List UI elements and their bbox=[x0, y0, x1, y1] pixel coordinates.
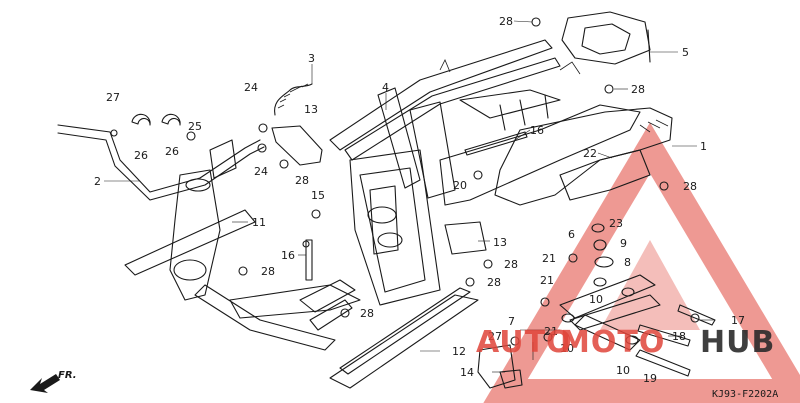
front-direction-label: FR. bbox=[58, 370, 77, 381]
callout-7: 7 bbox=[508, 315, 515, 328]
callout-12: 12 bbox=[452, 345, 466, 358]
front-arrow-icon bbox=[30, 374, 60, 393]
step-plate-part-12 bbox=[329, 287, 479, 389]
callout-4: 4 bbox=[382, 81, 389, 94]
bar-part-16 bbox=[305, 131, 528, 281]
clip-part-26-right bbox=[161, 113, 181, 126]
callout-10: 10 bbox=[616, 364, 630, 377]
callout-5: 5 bbox=[682, 46, 689, 59]
callout-17: 17 bbox=[731, 314, 745, 327]
callout-21: 21 bbox=[542, 252, 556, 265]
callout-28: 28 bbox=[261, 265, 275, 278]
callout-22: 22 bbox=[583, 147, 597, 160]
watermark-word-auto: AUTO bbox=[476, 325, 573, 360]
callout-28: 28 bbox=[487, 276, 501, 289]
callout-28: 28 bbox=[295, 174, 309, 187]
callout-15: 15 bbox=[311, 189, 325, 202]
callout-10: 10 bbox=[589, 293, 603, 306]
callout-14: 14 bbox=[460, 366, 474, 379]
diagram-code: KJ93-F2202A bbox=[712, 389, 778, 400]
bracket-part-13-upper bbox=[271, 125, 323, 166]
watermark-triangle-outer bbox=[483, 122, 800, 403]
callout-6: 6 bbox=[568, 228, 575, 241]
callout-24: 24 bbox=[244, 81, 258, 94]
callout-8: 8 bbox=[624, 256, 631, 269]
rear-link-assembly bbox=[559, 223, 716, 377]
spring-part-3 bbox=[274, 83, 313, 116]
callout-20: 20 bbox=[453, 179, 467, 192]
callout-24: 24 bbox=[254, 165, 268, 178]
callout-27: 27 bbox=[106, 91, 120, 104]
leader-lines bbox=[104, 20, 715, 373]
callout-19: 19 bbox=[643, 372, 657, 385]
callout-26: 26 bbox=[134, 149, 148, 162]
callout-23: 23 bbox=[609, 217, 623, 230]
callout-18: 18 bbox=[672, 330, 686, 343]
rear-fender-part-1 bbox=[494, 107, 673, 206]
link-arms bbox=[299, 279, 356, 331]
callout-27: 27 bbox=[488, 330, 502, 343]
bracket-part-14 bbox=[477, 344, 523, 389]
watermark-word-moto: MOTO bbox=[560, 325, 665, 360]
bracket-part-5 bbox=[561, 11, 651, 65]
callout-16: 16 bbox=[281, 249, 295, 262]
clip-part-26-left bbox=[131, 113, 151, 126]
grab-rail-part-2 bbox=[57, 124, 265, 201]
front-frame-part-11 bbox=[124, 169, 361, 351]
callout-13: 13 bbox=[493, 236, 507, 249]
callout-16: 16 bbox=[530, 124, 544, 137]
callout-28: 28 bbox=[683, 180, 697, 193]
callout-1: 1 bbox=[700, 140, 707, 153]
front-direction-indicator: FR. bbox=[30, 370, 77, 393]
callout-21: 21 bbox=[540, 274, 554, 287]
callout-28: 28 bbox=[360, 307, 374, 320]
callout-26: 26 bbox=[165, 145, 179, 158]
main-frame-part-4 bbox=[329, 39, 641, 306]
watermark-text: AUTO MOTO HUB bbox=[476, 325, 775, 360]
watermark-logo bbox=[483, 122, 800, 403]
callout-21: 21 bbox=[544, 325, 558, 338]
watermark-word-hub: HUB bbox=[700, 325, 775, 360]
callout-11: 11 bbox=[252, 216, 266, 229]
callout-28: 28 bbox=[504, 258, 518, 271]
callout-13: 13 bbox=[304, 103, 318, 116]
callout-labels: 28 5 3 28 27 24 13 4 16 1 25 26 26 22 2 … bbox=[94, 15, 745, 385]
watermark-triangle-inner bbox=[600, 240, 700, 330]
callout-3: 3 bbox=[308, 52, 315, 65]
bracket-part-13-lower bbox=[444, 221, 487, 255]
callout-28: 28 bbox=[499, 15, 513, 28]
callout-28: 28 bbox=[631, 83, 645, 96]
callout-2: 2 bbox=[94, 175, 101, 188]
bolts bbox=[110, 17, 700, 346]
callout-25: 25 bbox=[188, 120, 202, 133]
callout-10: 10 bbox=[560, 342, 574, 355]
callout-9: 9 bbox=[620, 237, 627, 250]
